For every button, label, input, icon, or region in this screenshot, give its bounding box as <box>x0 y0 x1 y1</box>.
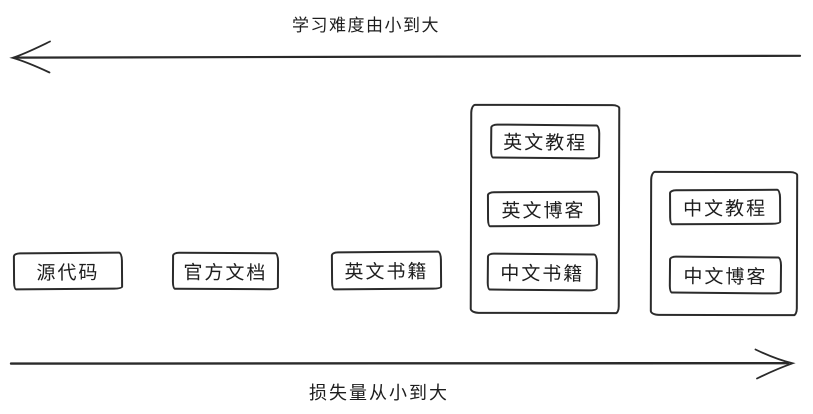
box-chinese-tutorials-label: 中文教程 <box>683 198 768 220</box>
box-source-code-label: 源代码 <box>36 262 100 284</box>
box-chinese-books: 中文书籍 <box>486 252 598 292</box>
left-arrow <box>9 40 802 74</box>
box-chinese-blogs: 中文博客 <box>668 255 783 295</box>
box-english-books-label: 英文书籍 <box>344 261 429 284</box>
top-axis-label: 学习难度由小到大 <box>292 16 440 35</box>
box-english-tutorials-label: 英文教程 <box>503 132 588 155</box>
right-arrow <box>9 348 796 380</box>
box-chinese-tutorials: 中文教程 <box>669 188 782 226</box>
bottom-axis-label: 损失量从小到大 <box>309 383 449 403</box>
box-english-books: 英文书籍 <box>330 250 443 291</box>
box-english-blogs-label: 英文博客 <box>501 200 586 222</box>
box-english-tutorials: 英文教程 <box>490 123 601 160</box>
box-official-docs: 官方文档 <box>171 251 280 291</box>
box-chinese-books-label: 中文书籍 <box>500 263 585 285</box>
box-source-code: 源代码 <box>12 251 124 291</box>
group-english-resources: 英文教程 英文博客 中文书籍 <box>469 103 621 315</box>
box-chinese-blogs-label: 中文博客 <box>683 266 768 288</box>
box-english-blogs: 英文博客 <box>486 190 601 228</box>
box-official-docs-label: 官方文档 <box>183 262 268 284</box>
group-chinese-resources: 中文教程 中文博客 <box>649 170 799 317</box>
